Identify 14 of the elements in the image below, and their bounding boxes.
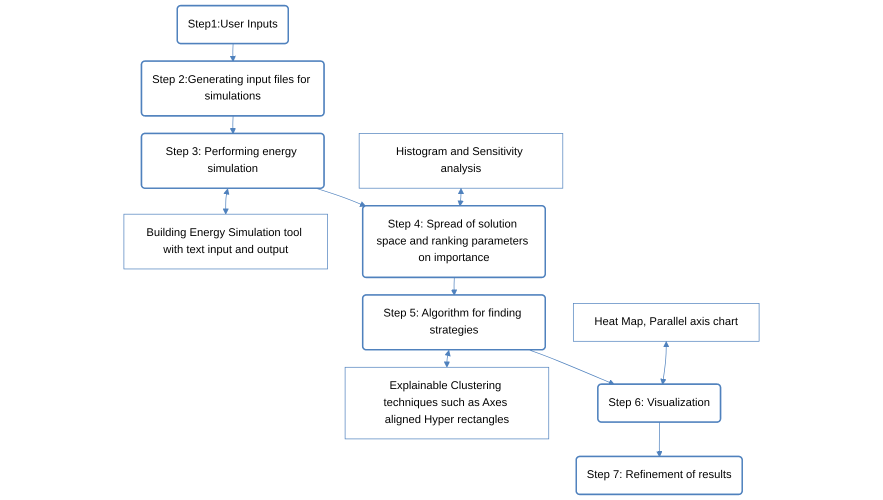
- node-box: Building Energy Simulation tool with text input and output: [124, 214, 328, 270]
- arrow: [458, 188, 464, 206]
- arrow: [656, 422, 662, 458]
- arrow: [316, 188, 366, 207]
- arrow: [230, 44, 236, 62]
- node-box: Explainable Clustering techniques such as Axes aligned Hyper rectangles: [344, 366, 550, 440]
- arrow: [222, 188, 230, 214]
- arrow: [230, 116, 236, 134]
- arrow: [660, 341, 670, 385]
- node-box: Histogram and Sensitivity analysis: [358, 133, 564, 189]
- arrow: [444, 350, 451, 368]
- arrow: [529, 350, 615, 386]
- node-box: Heat Map, Parallel axis chart: [572, 303, 760, 342]
- arrow: [451, 277, 458, 296]
